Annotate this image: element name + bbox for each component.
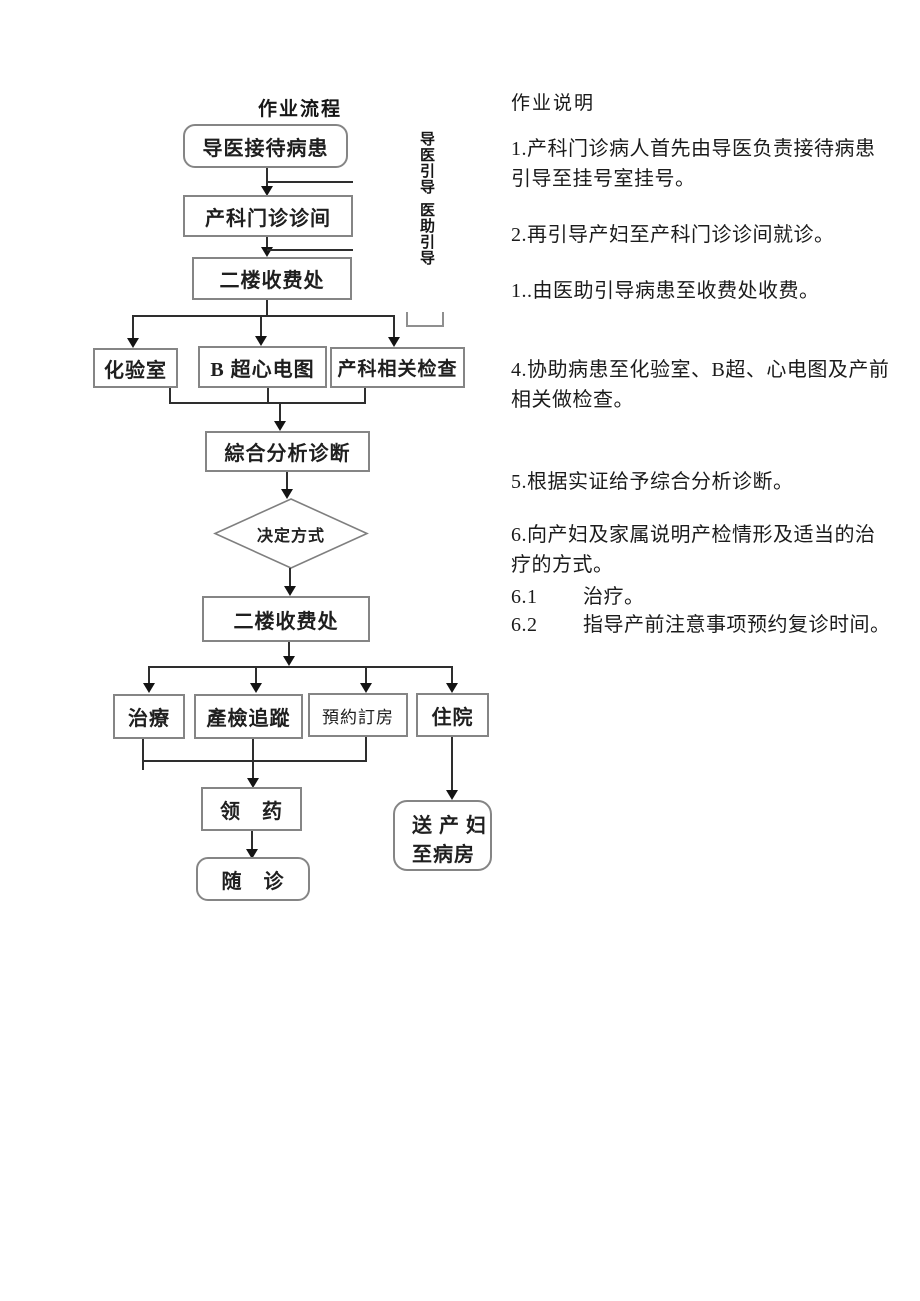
connector-line xyxy=(266,168,268,187)
paragraph-line: 相关做检查。 xyxy=(511,389,634,411)
connector-line xyxy=(451,666,453,684)
flow-node-hospitalization: 住院 xyxy=(416,693,489,737)
connector-line xyxy=(142,739,144,770)
instruction-paragraph-2: 2.再引导产妇至产科门诊诊间就诊。 xyxy=(511,220,911,250)
annotation-pointer-line xyxy=(267,249,353,251)
flow-node-treatment: 治療 xyxy=(113,694,185,739)
flow-node-dispense-medicine: 领 药 xyxy=(201,787,302,831)
instruction-subitem-6-1: 6.1 治疗。 xyxy=(511,582,911,612)
connector-line xyxy=(266,300,268,317)
paragraph-line: 5.根据实证给予综合分析诊断。 xyxy=(511,471,794,493)
connector-line xyxy=(393,315,395,338)
connector-line xyxy=(255,666,257,684)
instructions-title: 作业说明 xyxy=(511,93,596,114)
connector-line xyxy=(286,472,288,490)
connector-line xyxy=(169,388,171,404)
arrowhead-down xyxy=(261,247,273,257)
connector-line xyxy=(365,737,367,762)
connector-line xyxy=(451,737,453,791)
flow-node-obstetric-checks: 产科相关检查 xyxy=(330,347,465,388)
branch-line xyxy=(148,666,453,668)
arrowhead-down xyxy=(143,683,155,693)
bracket-shape xyxy=(406,312,444,327)
connector-line xyxy=(266,237,268,249)
diamond-shape xyxy=(213,498,369,569)
connector-line xyxy=(148,666,150,684)
paragraph-line: 2.再引导产妇至产科门诊诊间就诊。 xyxy=(511,224,835,246)
connector-line xyxy=(251,831,253,850)
subitem-text: 治疗。 xyxy=(583,586,645,608)
arrowhead-down xyxy=(446,790,458,800)
arrowhead-down xyxy=(281,489,293,499)
flow-node-cashier-first: 二楼收费处 xyxy=(192,257,352,300)
subitem-number: 6.1 xyxy=(511,586,538,608)
subitem-text: 指导产前注意事项预约复诊时间。 xyxy=(583,614,891,636)
subitem-number: 6.2 xyxy=(511,614,538,636)
flowchart-title: 作业流程 xyxy=(258,99,343,120)
annotation-assistant-lead: 医助引导 xyxy=(418,202,434,266)
arrowhead-down xyxy=(284,586,296,596)
arrowhead-down xyxy=(255,336,267,346)
instruction-paragraph-6: 6.向产妇及家属说明产检情形及适当的治 疗的方式。 xyxy=(511,520,911,580)
flow-node-analysis: 綜合分析诊断 xyxy=(205,431,370,472)
connector-line xyxy=(260,315,262,337)
flow-node-decision: 决定方式 xyxy=(213,498,369,569)
annotation-guide-lead: 导医引导 xyxy=(418,131,434,195)
arrowhead-down xyxy=(446,683,458,693)
arrowhead-down xyxy=(283,656,295,666)
instruction-paragraph-1: 1.产科门诊病人首先由导医负责接待病患 引导至挂号室挂号。 xyxy=(511,134,911,194)
flow-node-room-reservation: 預約訂房 xyxy=(308,693,408,737)
instruction-subitem-6-2: 6.2 指导产前注意事项预约复诊时间。 xyxy=(511,610,911,640)
arrowhead-down xyxy=(360,683,372,693)
arrowhead-down xyxy=(261,186,273,196)
connector-line xyxy=(289,568,291,587)
connector-line xyxy=(132,315,134,339)
paragraph-line: 1.产科门诊病人首先由导医负责接待病患 xyxy=(511,138,876,160)
connector-line xyxy=(288,642,290,658)
paragraph-line: 6.向产妇及家属说明产检情形及适当的治 xyxy=(511,524,876,546)
escort-line-2: 至病房 xyxy=(412,844,475,866)
connector-line xyxy=(252,739,254,779)
annotation-pointer-line xyxy=(267,181,353,183)
arrowhead-down xyxy=(246,849,258,859)
decision-label: 决定方式 xyxy=(256,527,325,545)
connector-line xyxy=(267,388,269,404)
escort-line-1: 送 产 妇 xyxy=(412,815,487,837)
paragraph-line: 疗的方式。 xyxy=(511,554,614,576)
arrowhead-down xyxy=(274,421,286,431)
connector-line xyxy=(365,666,367,684)
flow-node-follow-up: 随 诊 xyxy=(196,857,310,901)
merge-line xyxy=(169,402,366,404)
flow-node-obstetric-clinic: 产科门诊诊间 xyxy=(183,195,353,237)
flow-node-escort-to-ward: 送 产 妇 至病房 xyxy=(393,800,492,871)
flow-node-prenatal-tracking: 產檢追蹤 xyxy=(194,694,303,739)
instruction-paragraph-3: 1..由医助引导病患至收费处收费。 xyxy=(511,276,911,306)
diamond-outline xyxy=(213,498,369,569)
flow-node-lab: 化验室 xyxy=(93,348,178,388)
branch-line xyxy=(132,315,395,317)
paragraph-line: 引导至挂号室挂号。 xyxy=(511,168,696,190)
flow-node-guide-reception: 导医接待病患 xyxy=(183,124,348,168)
instruction-paragraph-4: 4.协助病患至化验室、B超、心电图及产前 相关做检查。 xyxy=(511,355,911,415)
arrowhead-down xyxy=(127,338,139,348)
connector-line xyxy=(364,388,366,404)
arrowhead-down xyxy=(388,337,400,347)
paragraph-line: 1..由医助引导病患至收费处收费。 xyxy=(511,280,820,302)
arrowhead-down xyxy=(250,683,262,693)
flow-node-cashier-second: 二楼收费处 xyxy=(202,596,370,642)
connector-line xyxy=(279,404,281,422)
paragraph-line: 4.协助病患至化验室、B超、心电图及产前 xyxy=(511,359,890,381)
merge-line xyxy=(142,760,367,762)
flow-node-ultrasound-ecg: B 超心电图 xyxy=(198,346,327,388)
instruction-paragraph-5: 5.根据实证给予综合分析诊断。 xyxy=(511,467,911,497)
arrowhead-down xyxy=(247,778,259,788)
